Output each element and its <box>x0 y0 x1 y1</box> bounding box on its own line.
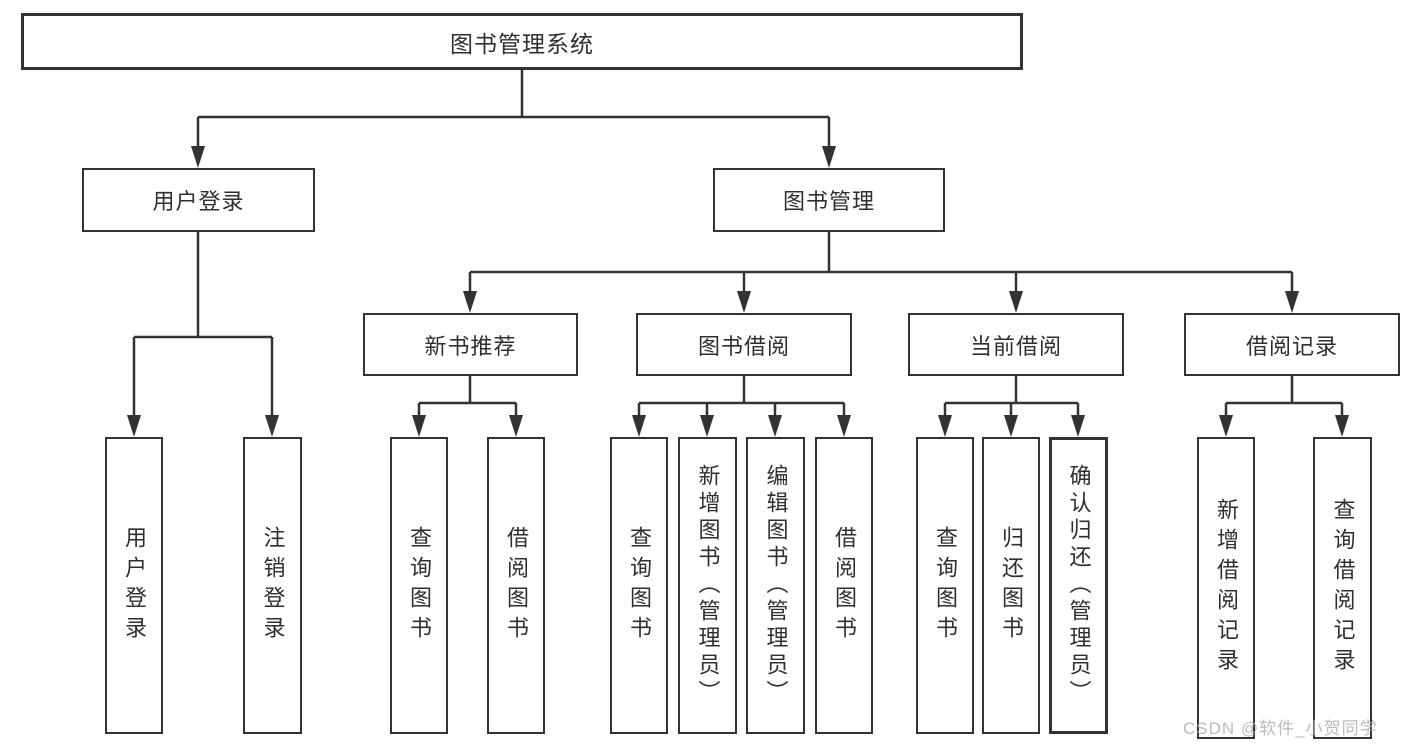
node-current-borrowing: 当前借阅 <box>908 313 1124 376</box>
arrowhead <box>412 415 426 437</box>
leaf-user-login: 用户登录 <box>105 437 163 734</box>
arrowhead <box>1285 291 1299 313</box>
node-label: 注销登录 <box>260 525 286 646</box>
node-book-borrowing: 图书借阅 <box>636 313 852 376</box>
arrowhead <box>463 291 477 313</box>
arrowhead <box>1335 415 1349 437</box>
leaf-query-books-borrowing: 查询图书 <box>610 437 668 734</box>
arrowhead <box>737 291 751 313</box>
node-label: 图书管理 <box>782 189 875 214</box>
edge-user-login-children <box>127 232 279 437</box>
node-label: 归还图书 <box>999 525 1024 646</box>
node-label: 图书借阅 <box>697 333 790 359</box>
edge-book-borrowing-children <box>632 376 851 437</box>
node-user-login: 用户登录 <box>82 168 315 232</box>
arrowhead <box>191 146 205 168</box>
edge-borrowing-records-children <box>1219 376 1349 437</box>
node-label: 用户登录 <box>122 525 147 646</box>
node-label: 查询图书 <box>933 525 958 646</box>
node-label: 新增图书（管理员） <box>695 464 721 707</box>
node-label: 查询图书 <box>407 525 432 646</box>
leaf-confirm-return-admin: 确认归还（管理员） <box>1049 437 1108 734</box>
arrowhead <box>768 415 782 437</box>
leaf-return-books: 归还图书 <box>982 437 1040 734</box>
node-library-system: 图书管理系统 <box>21 13 1023 70</box>
node-label: 借阅记录 <box>1245 333 1338 359</box>
arrowhead <box>509 415 523 437</box>
leaf-add-borrow-record: 新增借阅记录 <box>1197 437 1255 739</box>
arrowhead <box>265 415 279 437</box>
arrowhead <box>837 415 851 437</box>
leaf-query-books-recommend: 查询图书 <box>390 437 448 734</box>
arrowhead <box>938 415 952 437</box>
arrowhead <box>1009 291 1023 313</box>
node-label: 用户登录 <box>152 189 245 214</box>
arrowhead <box>632 415 646 437</box>
node-label: 查询借阅记录 <box>1330 498 1356 678</box>
edge-root-to-level2 <box>191 70 836 168</box>
leaf-logout: 注销登录 <box>243 437 302 734</box>
csdn-watermark: CSDN @软件_小贺同学 <box>1183 719 1378 738</box>
leaf-add-books-admin: 新增图书（管理员） <box>678 437 737 734</box>
node-new-book-recommend: 新书推荐 <box>363 313 578 376</box>
node-label: 借阅图书 <box>504 525 529 646</box>
arrowhead <box>1071 415 1085 437</box>
node-label: 编辑图书（管理员） <box>763 464 789 707</box>
arrowhead <box>822 146 836 168</box>
node-label: 新书推荐 <box>424 333 517 359</box>
arrowhead <box>1219 415 1233 437</box>
edge-new-book-recommend-children <box>412 376 523 437</box>
leaf-borrow-books-recommend: 借阅图书 <box>487 437 545 734</box>
node-label: 图书管理系统 <box>450 30 594 57</box>
edge-current-borrowing-children <box>938 376 1085 437</box>
arrowhead <box>1004 415 1018 437</box>
leaf-query-books-current: 查询图书 <box>916 437 974 734</box>
arrowhead <box>127 415 141 437</box>
node-book-management: 图书管理 <box>713 168 945 232</box>
node-label: 新增借阅记录 <box>1214 498 1239 678</box>
node-label: 确认归还（管理员） <box>1066 464 1092 707</box>
node-label: 查询图书 <box>627 525 652 646</box>
leaf-borrow-books: 借阅图书 <box>815 437 873 734</box>
arrowhead <box>700 415 714 437</box>
node-label: 借阅图书 <box>832 525 857 646</box>
node-label: 当前借阅 <box>969 333 1062 359</box>
leaf-query-borrow-record: 查询借阅记录 <box>1313 437 1372 739</box>
edge-book-mgmt-children <box>463 232 1299 313</box>
node-borrowing-records: 借阅记录 <box>1184 313 1400 376</box>
leaf-edit-books-admin: 编辑图书（管理员） <box>746 437 805 734</box>
